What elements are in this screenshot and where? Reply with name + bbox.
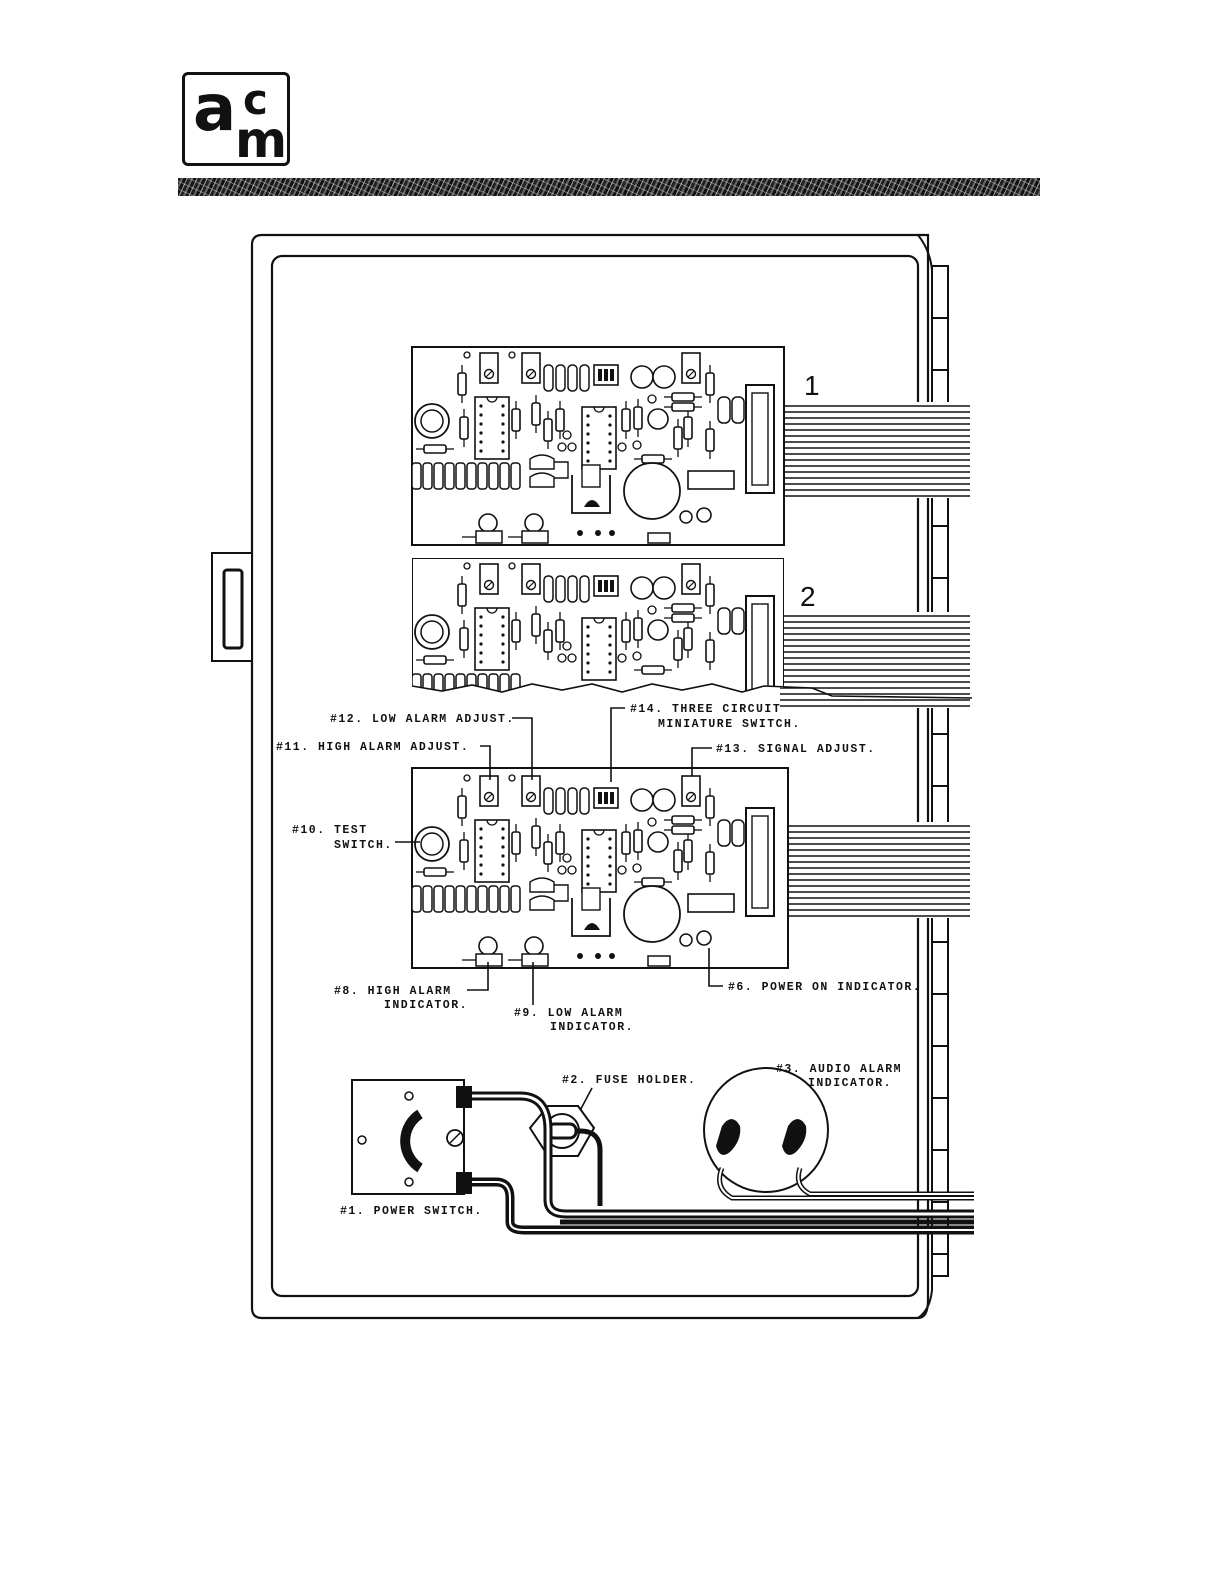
callout-signal-adjust: #13. SIGNAL ADJUST. xyxy=(716,743,876,756)
callout-fuse-holder: #2. FUSE HOLDER. xyxy=(562,1074,696,1087)
callout-low-alarm-indicator-2: INDICATOR. xyxy=(550,1021,634,1034)
board-number-1: 1 xyxy=(804,370,820,401)
callout-high-alarm-adjust: #11. HIGH ALARM ADJUST. xyxy=(276,741,469,754)
circuit-board-3 xyxy=(412,768,970,968)
callout-power-on-indicator: #6. POWER ON INDICATOR. xyxy=(728,981,921,994)
callout-high-alarm-indicator: #8. HIGH ALARM xyxy=(334,985,452,998)
callout-power-switch: #1. POWER SWITCH. xyxy=(340,1205,483,1218)
callout-audio-alarm-indicator: INDICATOR. xyxy=(808,1077,892,1090)
callout-high-alarm-indicator-2: INDICATOR. xyxy=(384,999,468,1012)
circuit-board-1 xyxy=(412,347,970,545)
callout-low-alarm-adjust: #12. LOW ALARM ADJUST. xyxy=(330,713,515,726)
board-number-2: 2 xyxy=(800,581,816,612)
callout-audio-alarm: #3. AUDIO ALARM xyxy=(776,1063,902,1076)
power-switch xyxy=(352,1080,472,1194)
callout-miniature-switch-label: MINIATURE SWITCH. xyxy=(658,718,801,731)
door-latch xyxy=(212,553,252,661)
callout-test-label: #10. TEST xyxy=(292,824,368,837)
callout-low-alarm-indicator: #9. LOW ALARM xyxy=(514,1007,623,1020)
ribbon-cable-2 xyxy=(780,612,970,708)
callout-test-switch-label: SWITCH. xyxy=(334,839,393,852)
ribbon-cable-3 xyxy=(780,822,970,918)
callout-three-circuit-label: #14. THREE CIRCUIT xyxy=(630,703,781,716)
ribbon-cable-1 xyxy=(780,402,970,498)
